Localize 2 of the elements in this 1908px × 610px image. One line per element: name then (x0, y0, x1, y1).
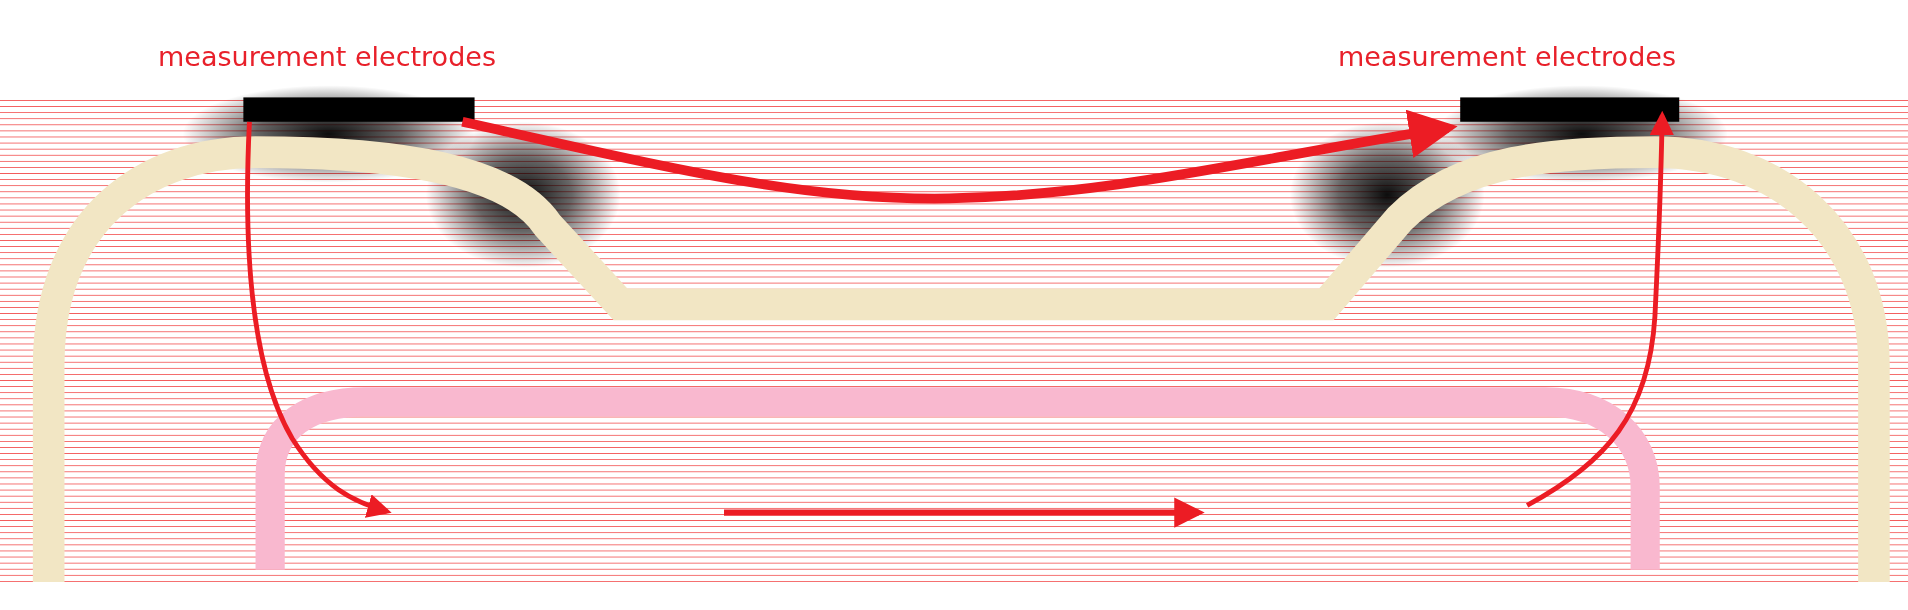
annotation-label: measurement electrodes (1338, 42, 1676, 72)
annotation-label: measurement electrodes (158, 42, 496, 72)
